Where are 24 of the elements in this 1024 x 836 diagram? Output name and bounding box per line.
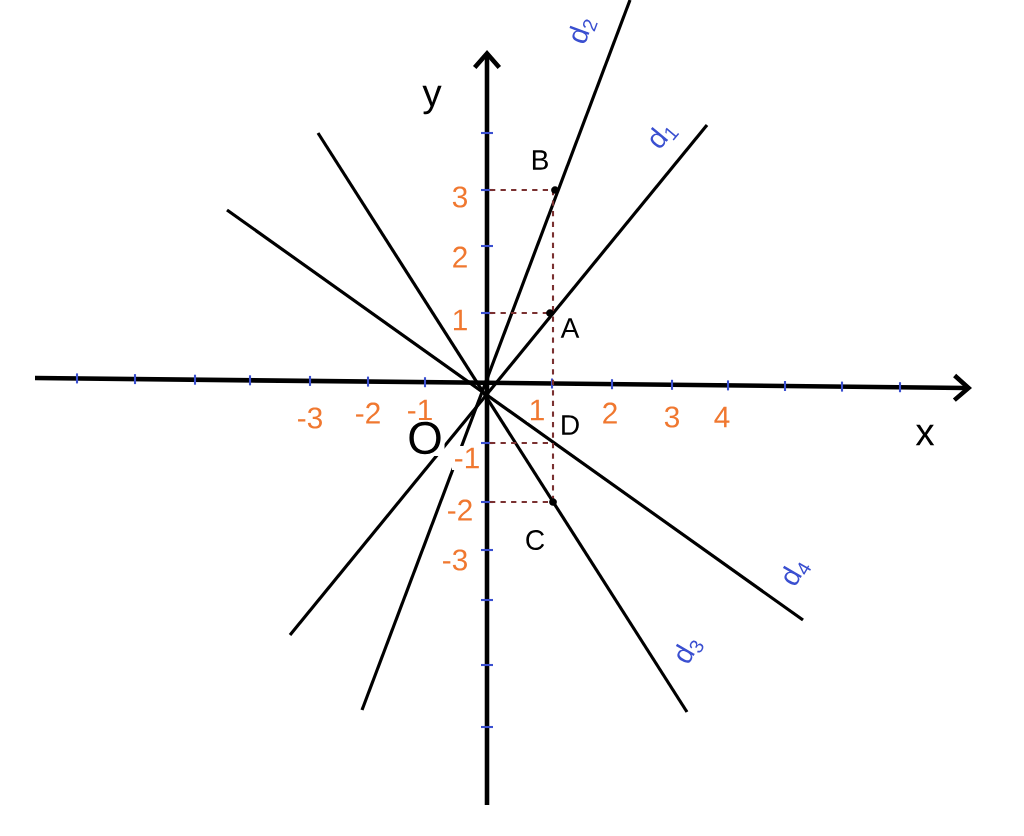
axis-label: y	[420, 84, 444, 116]
tick-label: 1	[526, 398, 548, 423]
tick-label: -1	[451, 446, 483, 471]
tick-label: -2	[352, 400, 384, 426]
tick-label: 2	[449, 244, 471, 270]
tick-label: 4	[711, 405, 733, 430]
tick-label: -2	[444, 497, 476, 523]
point-label: B	[528, 148, 552, 172]
point-label: A	[558, 316, 582, 340]
line-label: d$_{3}$	[667, 629, 709, 671]
tick-label: -3	[294, 405, 326, 431]
tick-label: -1	[404, 398, 436, 423]
line-label: d$_{1}$	[641, 114, 683, 156]
axis-label: x	[913, 423, 937, 447]
line-label: d$_{4}$	[774, 551, 816, 593]
point-label: D	[558, 413, 582, 437]
origin-label: O	[405, 420, 445, 456]
point-label: C	[523, 528, 547, 552]
tick-label: 3	[449, 184, 471, 210]
line-label: d$_{2}$	[563, 10, 601, 50]
tick-label: -3	[439, 547, 471, 573]
tick-label: 1	[449, 308, 471, 333]
tick-label: 2	[599, 400, 621, 426]
tick-label: 3	[661, 404, 683, 430]
